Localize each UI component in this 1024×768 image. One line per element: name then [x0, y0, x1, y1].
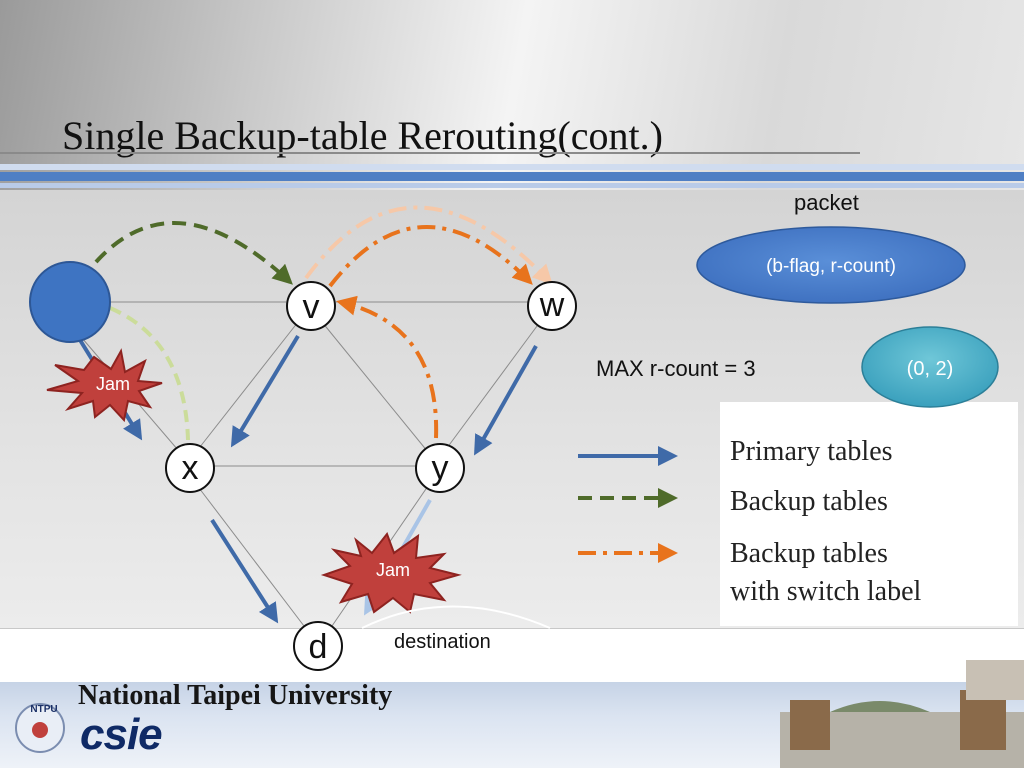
ntpu-logo-core: [32, 722, 48, 738]
legend-primary: Primary tables: [730, 436, 893, 467]
legend-panel: [720, 402, 1018, 626]
header-band-light: [0, 164, 1024, 170]
footer-department: csie: [80, 710, 163, 759]
legend-switch-line2: with switch label: [730, 576, 922, 607]
node-x: [165, 443, 215, 493]
slide-title: Single Backup-table Rerouting(cont.): [62, 113, 663, 158]
campus-silhouette: [780, 660, 1024, 768]
packet-fields: (b-flag, r-count): [766, 256, 896, 277]
node-x-label: x: [182, 449, 199, 487]
destination-label: destination: [394, 631, 491, 653]
switch-arrow-v-w-peach: [304, 205, 553, 285]
destination-bubble: [361, 605, 551, 629]
packet-value-oval: [861, 326, 999, 408]
node-v-label: v: [303, 288, 320, 326]
primary-arrow-v-x: [230, 334, 300, 448]
jam-burst-2: [320, 531, 462, 614]
switch-arrow-y-v: [336, 295, 439, 439]
footer-university: National Taipei University: [78, 680, 393, 711]
packet-label: packet: [794, 190, 859, 215]
header-band-blue: [0, 172, 1024, 181]
topology-edges: [81, 301, 541, 627]
node-d-label: d: [309, 628, 328, 666]
jam-burst-1: [46, 348, 163, 423]
primary-arrow-w-y: [474, 345, 538, 456]
jam-label-1: Jam: [96, 374, 130, 394]
node-y: [415, 443, 465, 493]
packet-value: (0, 2): [907, 358, 954, 380]
legend-backup: Backup tables: [730, 486, 888, 517]
ntpu-logo-text: NTPU: [30, 704, 57, 715]
edge-v-y: [321, 321, 429, 453]
jam-label-2: Jam: [376, 560, 410, 580]
source-node: [29, 261, 111, 343]
edge-v-x: [195, 321, 299, 453]
node-d: [293, 621, 343, 671]
backup-arrow-s-x-light: [109, 306, 190, 441]
max-rcount-label: MAX r-count = 3: [596, 356, 756, 381]
node-v: [286, 281, 336, 331]
node-y-label: y: [432, 449, 449, 487]
primary-arrows: [78, 334, 538, 624]
node-w: [527, 281, 577, 331]
switch-arrow-v-w: [328, 225, 533, 288]
primary-arrow-x-d: [210, 518, 279, 624]
node-w-label: w: [539, 286, 565, 324]
title-bar: [0, 0, 1024, 190]
header-band-pale: [0, 183, 1024, 188]
edge-x-d: [195, 483, 305, 627]
packet-oval: [696, 226, 966, 304]
backup-arrow-s-v: [94, 221, 293, 285]
bottom-strip: [0, 628, 1024, 683]
legend-switch-line1: Backup tables: [730, 538, 888, 569]
title-rule: [0, 152, 860, 154]
edge-w-y: [443, 321, 541, 453]
